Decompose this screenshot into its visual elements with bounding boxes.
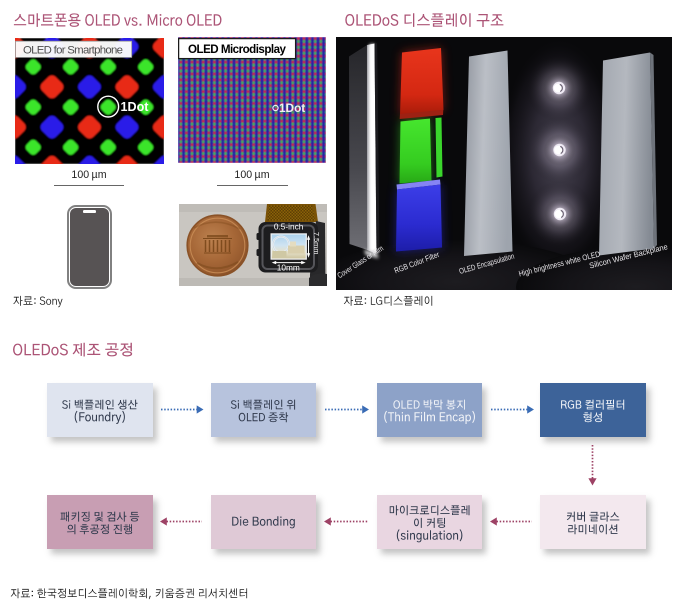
svg-text:OLED for Smartphone: OLED for Smartphone bbox=[23, 44, 123, 56]
svg-text:7.5mm: 7.5mm bbox=[312, 232, 321, 255]
svg-text:1Dot: 1Dot bbox=[279, 101, 305, 115]
svg-text:OLED Microdisplay: OLED Microdisplay bbox=[188, 43, 287, 56]
svg-text:10mm: 10mm bbox=[277, 262, 300, 272]
svg-text:1Dot: 1Dot bbox=[121, 100, 150, 114]
svg-text:0.5-inch: 0.5-inch bbox=[274, 222, 304, 232]
